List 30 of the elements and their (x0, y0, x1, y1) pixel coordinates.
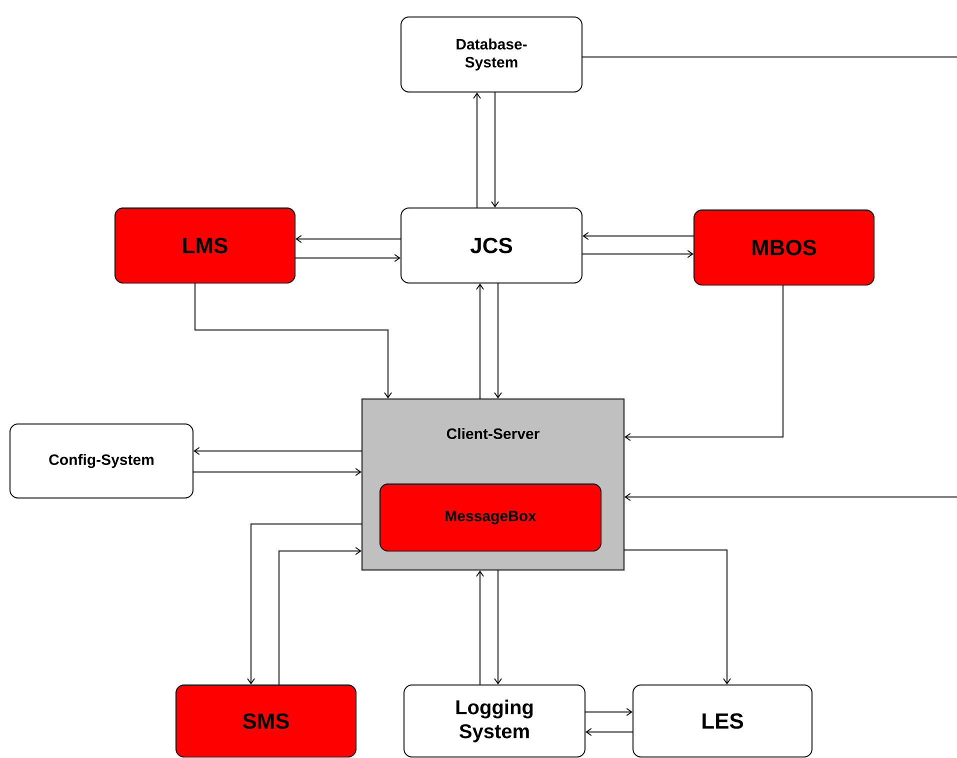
arrow (296, 235, 401, 243)
arrow (624, 550, 731, 684)
system-box: LMS (114, 208, 296, 284)
arrow (295, 254, 400, 262)
arrow (586, 728, 633, 736)
system-box: Logging System (404, 684, 586, 758)
connector-line (582, 56, 957, 58)
arrow (624, 285, 784, 441)
system-box: MBOS (694, 210, 875, 286)
arrow (582, 250, 694, 258)
arrow (476, 570, 484, 685)
system-box: JCS (400, 208, 582, 284)
arrow (278, 547, 362, 685)
arrow (491, 92, 499, 208)
system-box: Config-System (10, 424, 194, 498)
arrow (494, 570, 502, 684)
system-box: SMS (176, 684, 356, 758)
arrow (473, 92, 481, 208)
arrow (194, 447, 362, 455)
system-box: Database- System (400, 16, 582, 92)
arrow (494, 283, 502, 398)
system-box: LES (632, 684, 812, 758)
arrow (193, 468, 362, 476)
arrow (247, 524, 362, 684)
message-box: MessageBox (380, 484, 602, 552)
arrow (585, 708, 633, 716)
arrow (476, 284, 484, 399)
arrow (582, 232, 694, 240)
arrow (194, 283, 392, 398)
arrow (624, 493, 957, 501)
